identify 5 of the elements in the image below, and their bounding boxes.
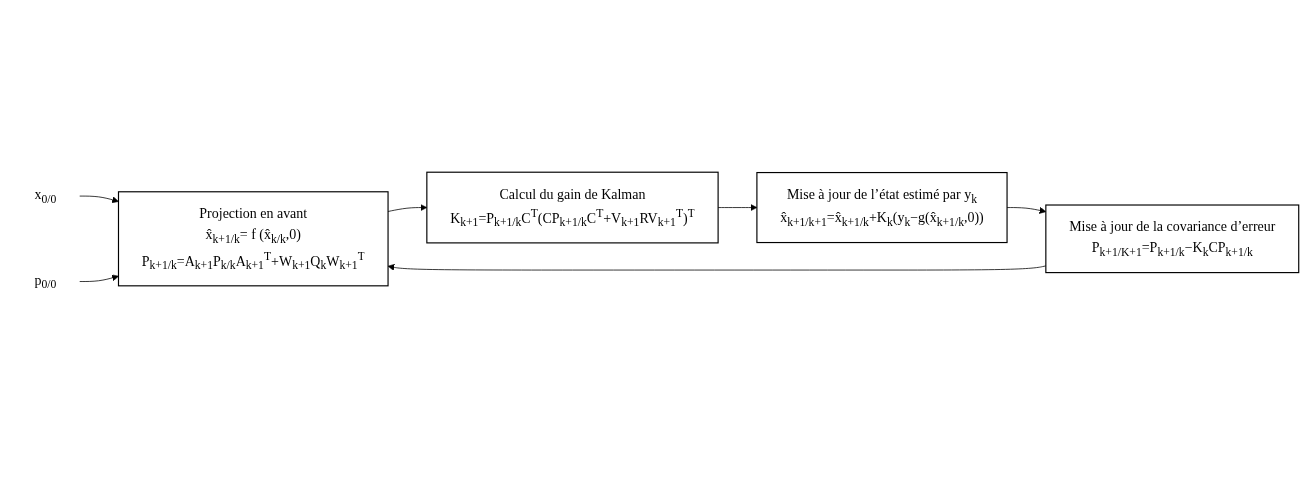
node-text: p$_{0/0}$ (34, 272, 56, 291)
node-text: x$_{0/0}$ (34, 186, 56, 206)
node-box: Mise à jour de l’état estimé par y$_{k}$ x̂$_{k+1/k+1}$=x̂$_{k+1/k}$+K$_{k}$(y$_{k}$−g(x̂$_{k+1/k}$,0)) (755, 171, 1008, 244)
node-box: Calcul du gain de Kalman K$_{k+1}$=P$_{k+1/k}$C$^{T}$(CP$_{k+1/k}$C$^{T}$+V$_{k+1}$RV$_{k+1}$$^{T}$)$^{T}$ (425, 171, 719, 244)
node-box: Mise à jour de la covariance d’erreur P$_{k+1/K+1}$=P$_{k+1/k}$−K$_{k}$CP$_{k+1/k}$ (1044, 204, 1299, 274)
